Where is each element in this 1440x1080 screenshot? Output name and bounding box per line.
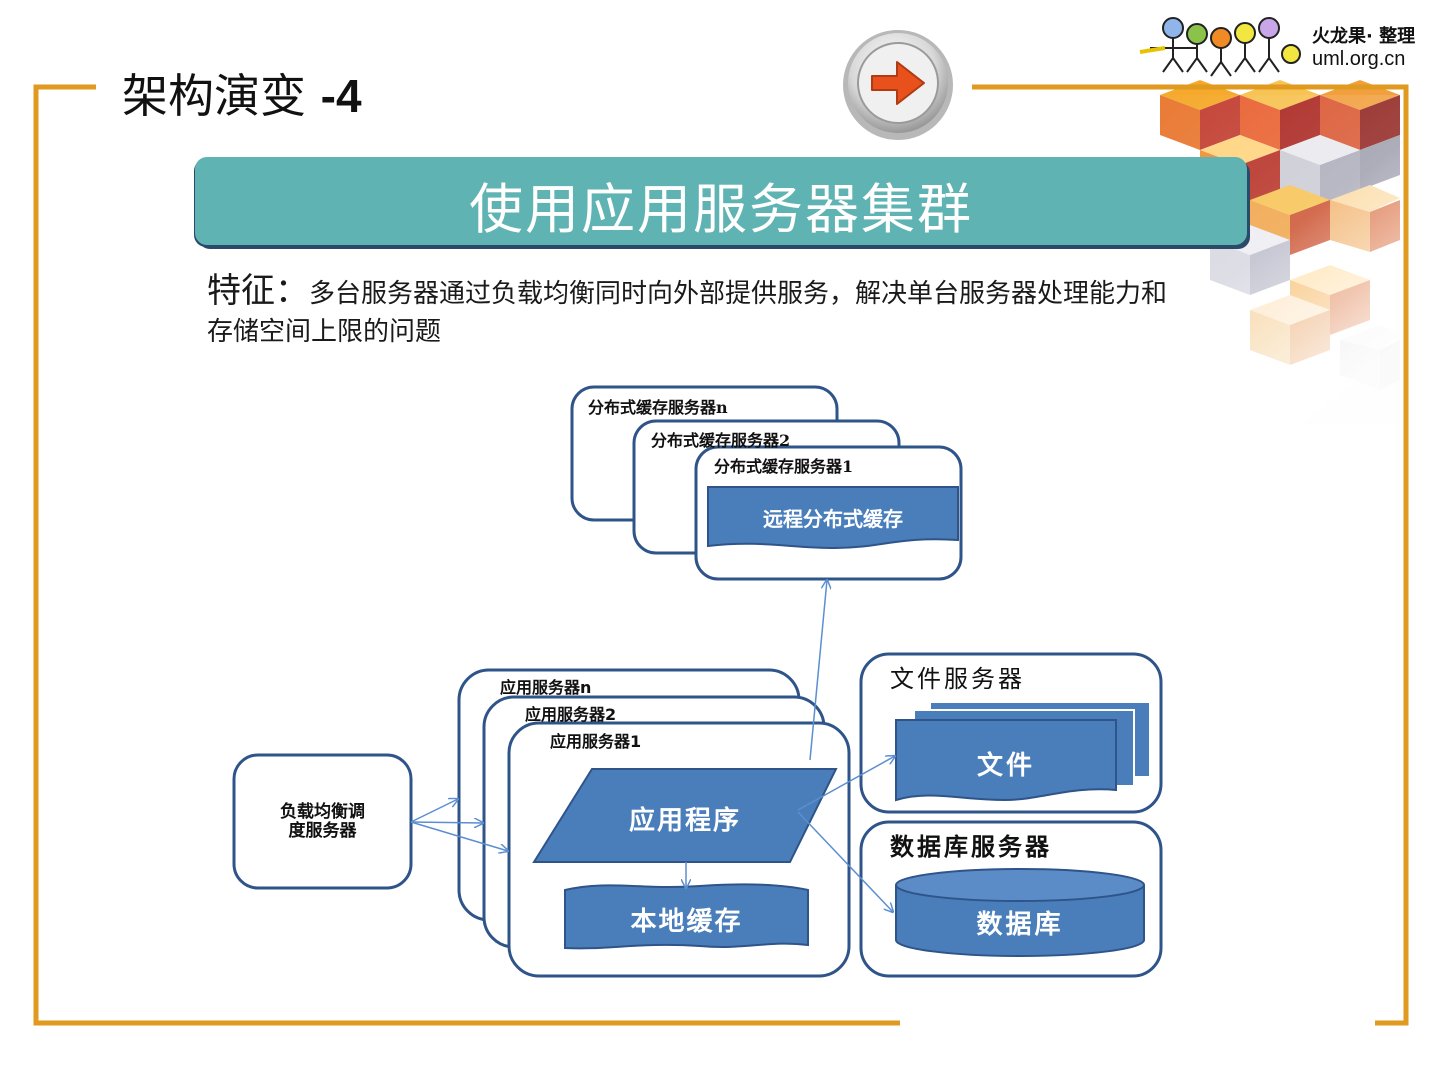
app-server-1-label: 应用服务器1 [550, 732, 642, 751]
slide-title: 架构演变 -4 [122, 60, 362, 126]
load-balancer-line1: 负载均衡调 [280, 802, 365, 822]
next-arrow-icon[interactable] [843, 30, 953, 140]
database-shape [895, 885, 1145, 957]
cache-server-n-label: 分布式缓存服务器n [588, 398, 728, 417]
banner-title: 使用应用服务器集群 [469, 178, 973, 241]
feature-label: 特征： [207, 271, 309, 311]
app-server-2-label: 应用服务器2 [525, 705, 617, 724]
app-program-shape [532, 768, 838, 863]
file-label: 文件 [976, 751, 1035, 781]
decorative-cubes [1150, 80, 1400, 425]
app-program-label: 应用程序 [628, 806, 741, 836]
db-server-label: 数据库服务器 [890, 832, 1052, 861]
slide-title-text: 架构演变 [122, 69, 306, 123]
banner [195, 157, 1247, 245]
file-shape [895, 719, 1117, 802]
feature-text-line1: 多台服务器通过负载均衡同时向外部提供服务，解决单台服务器处理能力和 [309, 279, 1168, 309]
logo-url[interactable]: uml.org.cn [1312, 48, 1406, 70]
app-server-n-label: 应用服务器n [500, 678, 592, 697]
cache-server-1-label: 分布式缓存服务器1 [714, 457, 854, 476]
feature-paragraph: 特征：多台服务器通过负载均衡同时向外部提供服务，解决单台服务器处理能力和 存储空… [207, 272, 1267, 351]
cache-server-2-label: 分布式缓存服务器2 [651, 431, 791, 450]
logo-name: 火龙果· 整理 [1312, 26, 1416, 47]
local-cache-label: 本地缓存 [630, 907, 743, 937]
diagram [232, 385, 1163, 978]
database-label: 数据库 [976, 910, 1064, 940]
remote-cache-label: 远程分布式缓存 [763, 507, 903, 531]
connector-arrows [410, 580, 895, 912]
feature-text-line2: 存储空间上限的问题 [207, 317, 442, 347]
remote-cache-shape [707, 486, 959, 550]
local-cache-shape [564, 883, 809, 950]
file-server-label: 文件服务器 [890, 665, 1025, 693]
logo-figures-icon [1139, 17, 1301, 77]
load-balancer-line2: 度服务器 [288, 821, 357, 841]
slide-title-number: -4 [320, 70, 362, 122]
slide-frame [33, 84, 1409, 1026]
load-balancer-label: 负载均衡调 度服务器 [234, 803, 411, 841]
